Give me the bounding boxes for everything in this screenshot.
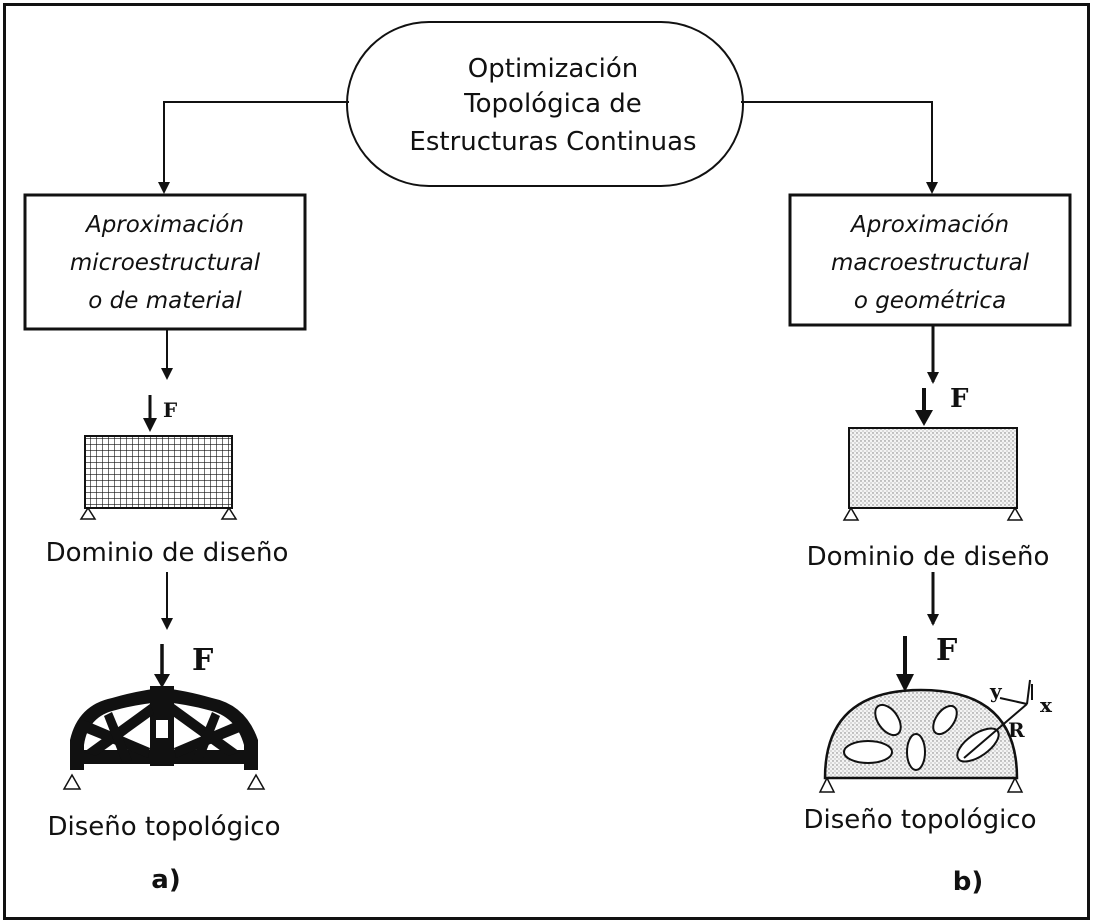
support-right-icon (246, 773, 266, 790)
root-node (346, 21, 744, 187)
connector-root-left (158, 101, 349, 194)
left-force-label: F (163, 398, 177, 422)
root-line-3: Estructuras Continuas (409, 127, 696, 157)
right-box-line-2: macroestructural (831, 250, 1030, 276)
support-right-icon (1006, 506, 1024, 521)
right-topology-design: F y x R (818, 633, 1053, 793)
support-left-icon (79, 506, 97, 520)
right-design-label: Diseño topológico (803, 805, 1036, 835)
support-right-icon (1006, 776, 1024, 793)
figure-frame (3, 3, 1090, 920)
left-domain-label: Dominio de diseño (46, 538, 289, 568)
axis-x-label: x (1040, 693, 1053, 717)
left-box-line-1: Aproximación (84, 212, 244, 238)
root-line-2: Topológica de (463, 89, 642, 119)
support-right-icon (220, 506, 238, 520)
right-force-label-2: F (936, 633, 957, 668)
support-left-icon (818, 776, 836, 793)
left-design-label: Diseño topológico (47, 812, 280, 842)
left-topology-design: F (62, 643, 266, 790)
support-left-icon (842, 506, 860, 521)
right-box-line-3: o geométrica (854, 288, 1006, 314)
right-approach-box (788, 193, 1072, 327)
right-force-label: F (950, 384, 969, 414)
right-panel-label: b) (953, 867, 984, 897)
right-box-line-1: Aproximación (849, 212, 1009, 238)
right-domain-label: Dominio de diseño (807, 542, 1050, 572)
right-design-domain: F (842, 384, 1024, 521)
support-left-icon (62, 773, 82, 790)
left-design-domain: F (79, 395, 238, 520)
connector-root-right (741, 101, 938, 194)
left-panel-label: a) (151, 865, 180, 895)
radius-label: R (1008, 718, 1025, 742)
left-approach-box (23, 193, 307, 331)
left-box-line-3: o de material (88, 288, 242, 314)
left-force-label-2: F (192, 643, 213, 678)
root-line-1: Optimización (468, 54, 638, 84)
left-box-line-2: microestructural (70, 250, 261, 276)
axis-y-label: y (989, 679, 1003, 703)
